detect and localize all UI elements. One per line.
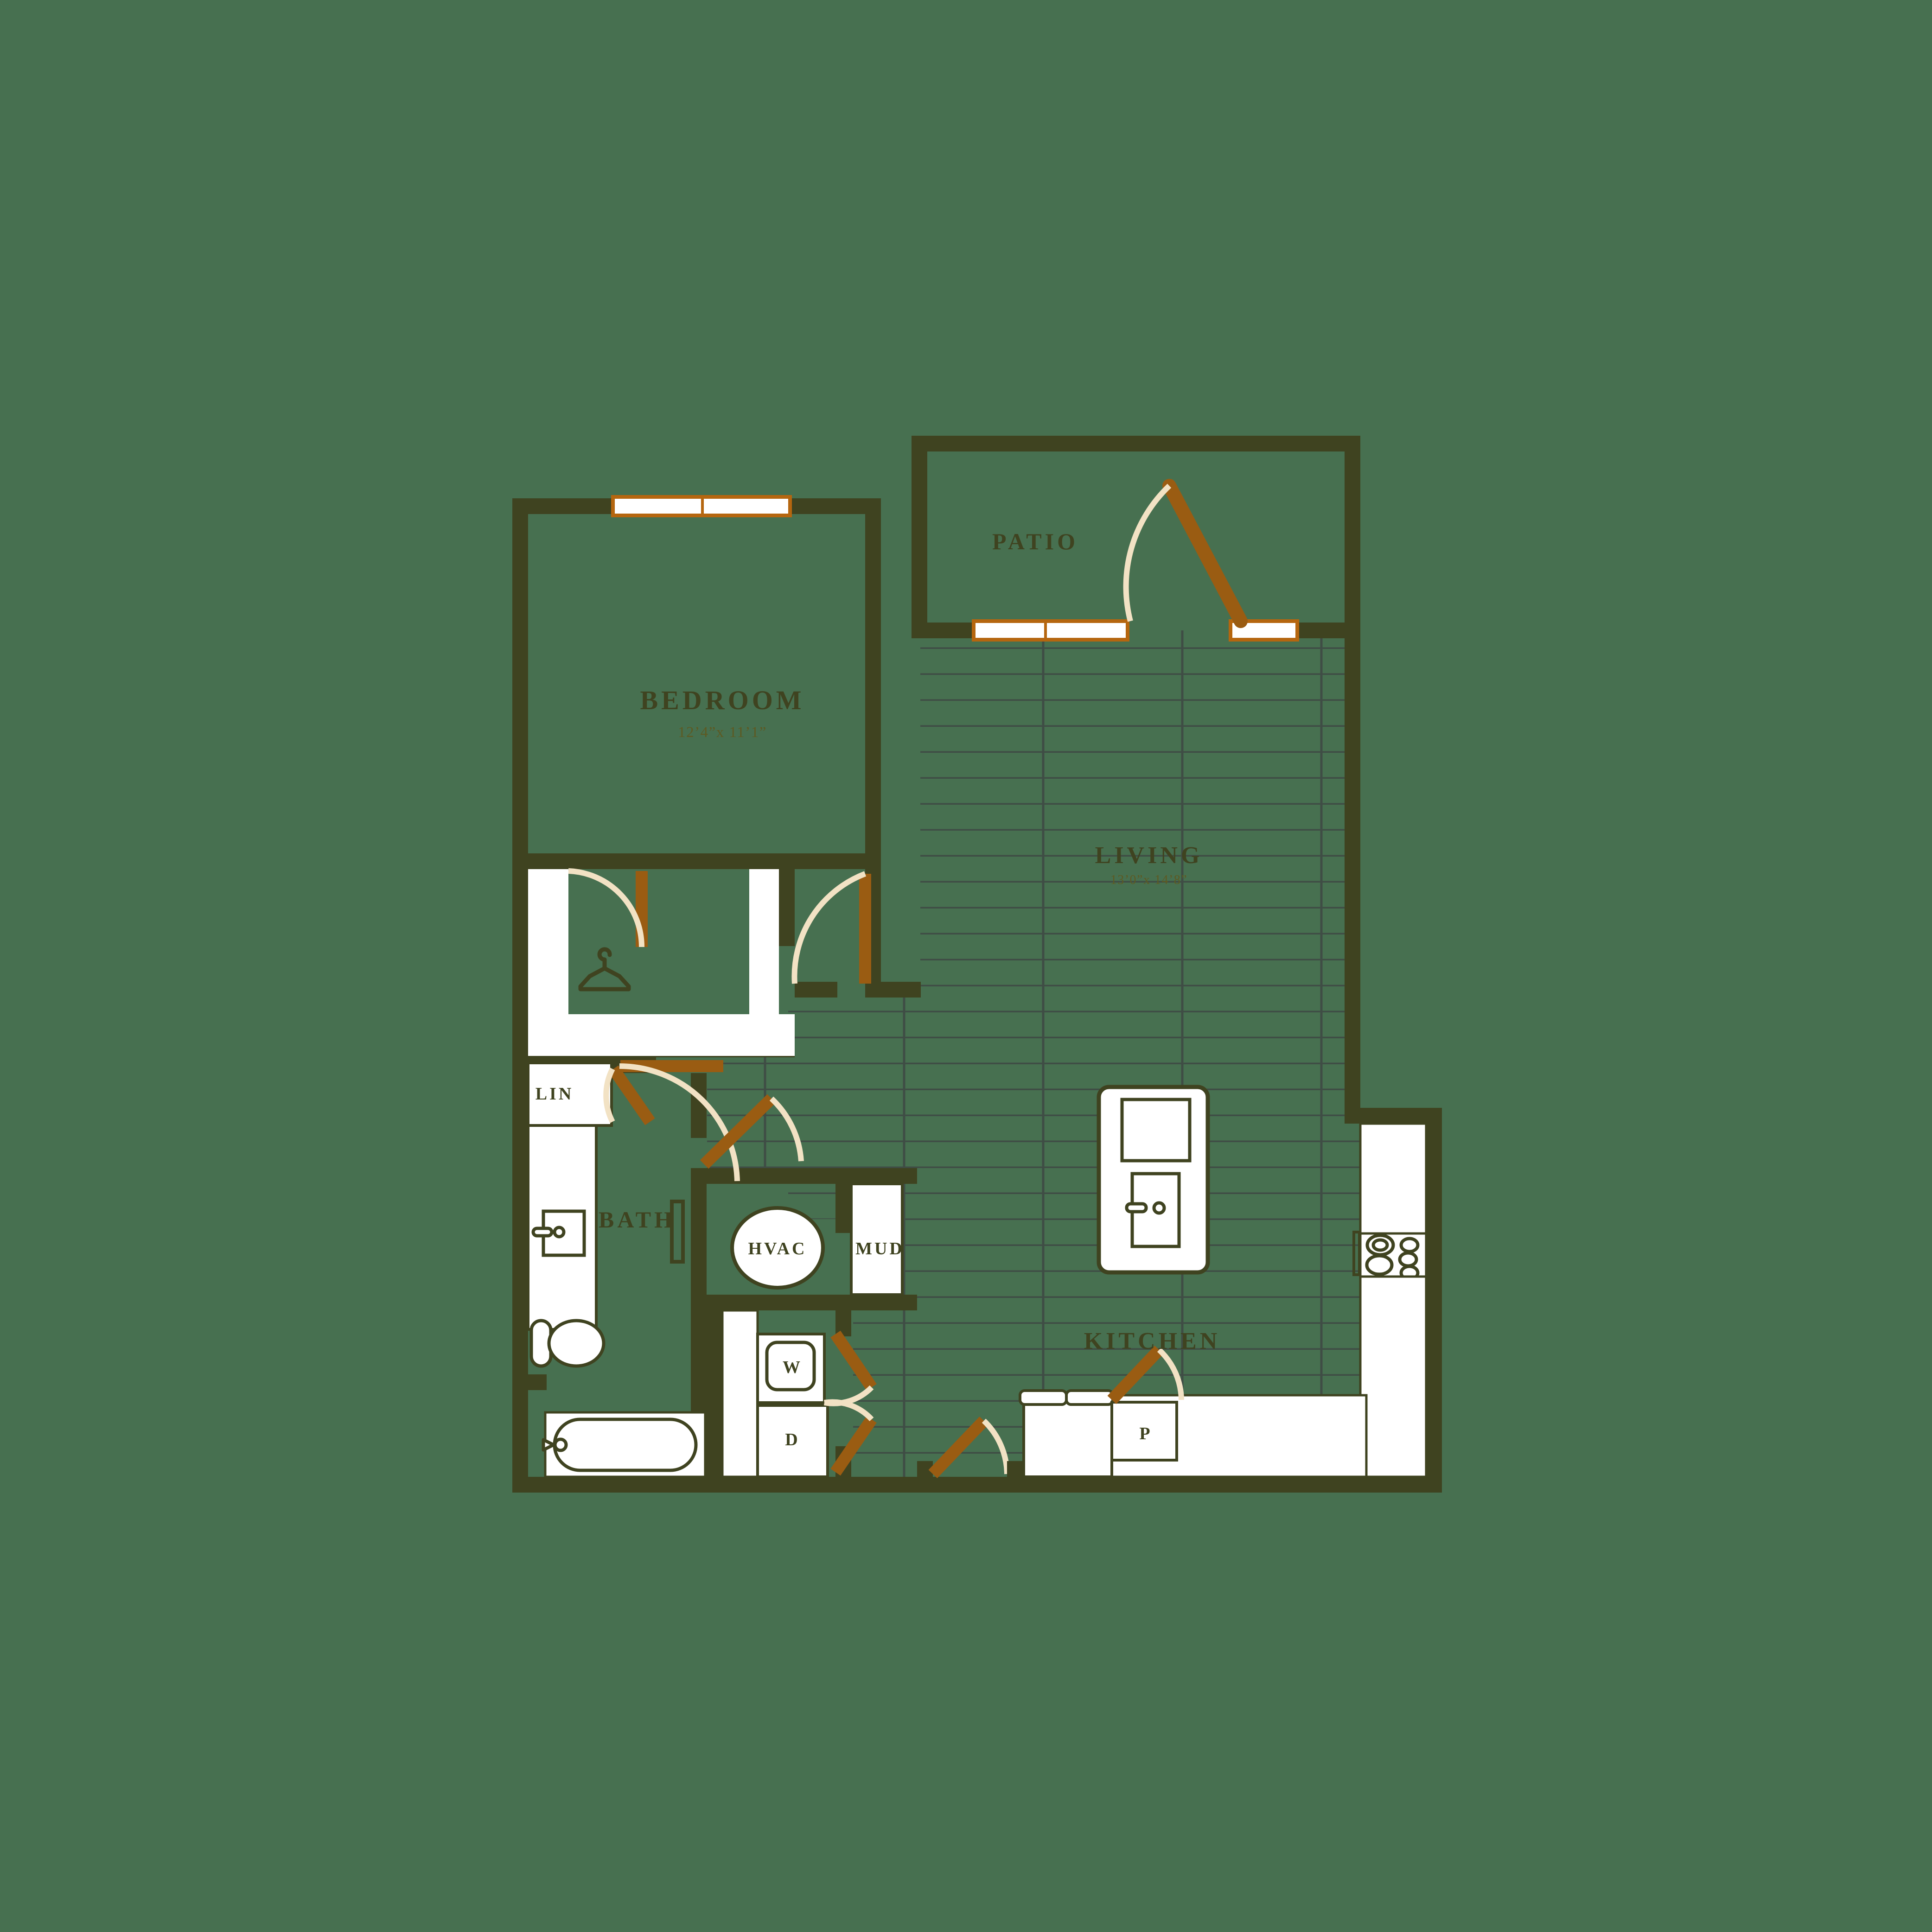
room-label-kitchen: KITCHEN <box>1084 1328 1221 1354</box>
linen-closet <box>527 1061 613 1127</box>
wall-living-right <box>1345 623 1360 1114</box>
mud-closet <box>850 1182 904 1296</box>
hvac-closet <box>730 1206 825 1290</box>
wall-patio-bottom-left <box>912 623 972 638</box>
wall-closet-right <box>779 853 795 946</box>
wall-hall-jamb-left <box>795 982 837 998</box>
label-pantry: P <box>1139 1424 1151 1443</box>
wall-hall-jamb-right <box>865 982 921 998</box>
closet-shelf-left <box>528 869 568 1042</box>
wall-laundry-left <box>707 1310 722 1477</box>
wall-patio-left <box>912 436 927 630</box>
bedroom-window <box>611 495 792 517</box>
closet-door-left[interactable] <box>568 868 648 947</box>
room-dim-living: 13’0”x 14’8” <box>1110 873 1188 887</box>
wall-bedroom-left <box>512 498 528 869</box>
wall-core-bottom <box>707 1295 917 1310</box>
pantry-closet <box>1110 1401 1178 1462</box>
washer-icon <box>756 1333 826 1404</box>
wall-bedroom-right <box>865 498 881 869</box>
cooktop-icon <box>1352 1231 1428 1281</box>
hanger-icon <box>578 947 631 991</box>
label-mud: MUD <box>855 1239 905 1258</box>
hvac-door[interactable] <box>700 1094 804 1169</box>
closet-labels: LIN HVAC MUD W D P <box>536 1084 1151 1449</box>
room-labels: BEDROOM 12’4”x 11’1” PATIO LIVING 13’0”x… <box>599 528 1221 1354</box>
room-dim-bedroom: 12’4”x 11’1” <box>678 724 767 741</box>
bath-fixtures <box>527 1124 707 1478</box>
room-label-patio: PATIO <box>992 528 1078 554</box>
label-lin: LIN <box>536 1084 574 1104</box>
dryer-icon <box>756 1404 829 1478</box>
wall-tub-stub <box>528 1374 547 1390</box>
label-dryer: D <box>785 1430 798 1449</box>
counter-east-upper <box>1359 1122 1428 1235</box>
kitchen-island-icon <box>1097 1085 1210 1275</box>
wall-patio-right <box>1345 436 1360 630</box>
counter-east-lower <box>1359 1275 1428 1478</box>
hvac-circle-icon <box>730 1206 825 1290</box>
wall-core-stub <box>835 1295 851 1336</box>
bathtub-icon <box>542 1411 707 1478</box>
wall-core-mid <box>835 1168 851 1233</box>
closet-shelf-right <box>749 869 779 1042</box>
wall-kitchen-right <box>1426 1108 1442 1493</box>
patio-sliding-door[interactable] <box>972 479 1299 642</box>
wall-bath-right <box>640 1057 656 1061</box>
toilet-icon <box>529 1319 606 1368</box>
label-hvac: HVAC <box>748 1239 807 1258</box>
wall-west <box>512 1057 528 1493</box>
room-label-bedroom: BEDROOM <box>640 685 804 715</box>
wall-closet-left <box>512 853 528 1057</box>
wall-south <box>512 1477 1442 1493</box>
linen-closet-door[interactable] <box>603 1065 655 1125</box>
wall-kitchen-bump-top <box>1345 1108 1442 1124</box>
laundry-shelf <box>721 1309 759 1478</box>
laundry-bifold-doors[interactable] <box>823 1330 877 1476</box>
bedroom-door[interactable] <box>791 871 871 984</box>
bath-niche <box>670 1200 685 1264</box>
bedroom-closet <box>528 868 795 1056</box>
room-label-bath: BATH <box>599 1207 676 1233</box>
wall-patio-top <box>912 436 1360 451</box>
vanity-sink-icon <box>531 1209 586 1257</box>
wall-core-right <box>901 1168 917 1184</box>
label-washer: W <box>783 1358 801 1377</box>
bath-door[interactable] <box>619 1060 740 1182</box>
refrigerator-icon <box>1019 1389 1114 1478</box>
closet-shelf-bottom <box>528 1014 795 1056</box>
pantry-door[interactable] <box>1107 1346 1184 1404</box>
kitchen-fixtures <box>1019 1085 1428 1478</box>
laundry-closet <box>721 1309 829 1478</box>
room-label-living: LIVING <box>1095 842 1203 869</box>
